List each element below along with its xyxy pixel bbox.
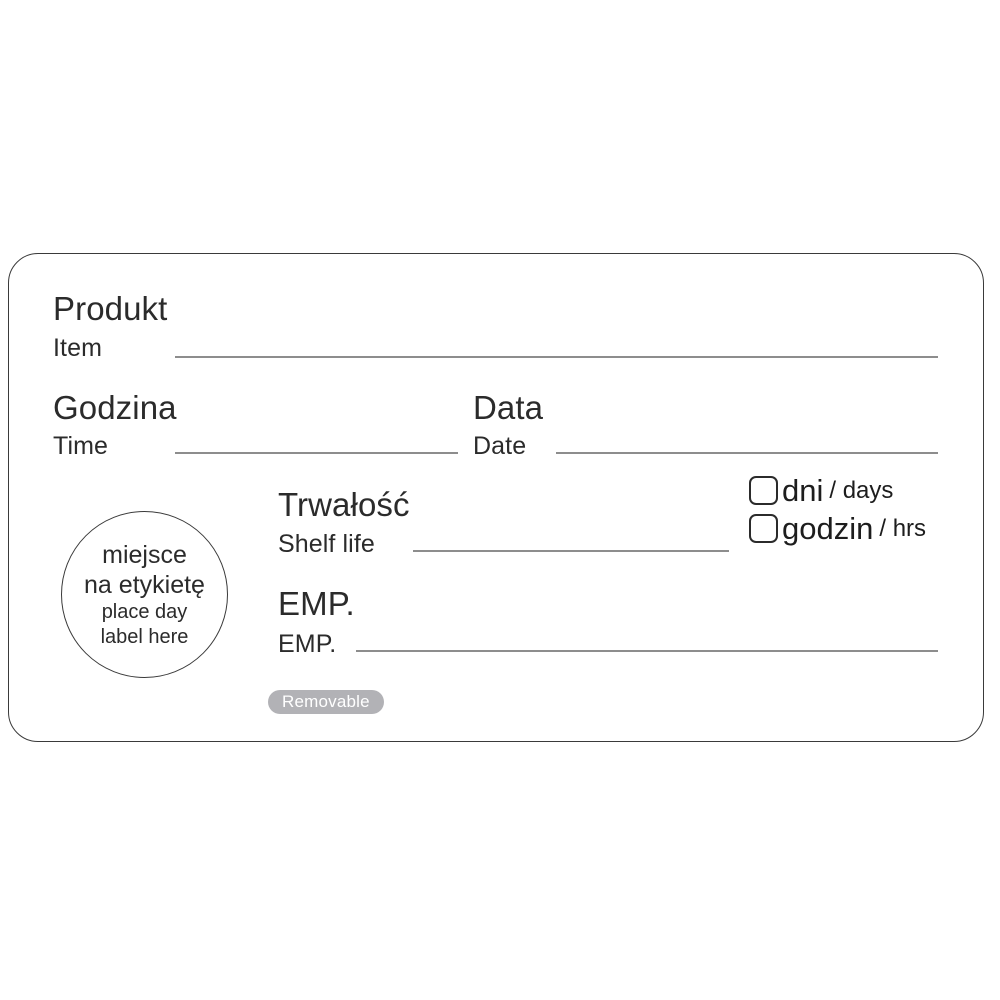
time-label-en: Time <box>53 432 109 460</box>
checkbox-row-hours[interactable]: godzin / hrs <box>749 513 926 544</box>
date-label-en: Date <box>473 432 527 460</box>
shelf-life-label-en: Shelf life <box>278 530 375 558</box>
circle-line-3: place day <box>101 600 188 623</box>
shelf-life-label-pl: Trwałość <box>278 486 410 523</box>
checkbox-row-days[interactable]: dni / days <box>749 475 893 506</box>
hours-label-en: / hrs <box>879 514 927 542</box>
date-write-line[interactable] <box>556 452 938 454</box>
product-write-line[interactable] <box>175 356 938 358</box>
shelf-life-write-line[interactable] <box>413 550 729 552</box>
time-label-pl: Godzina <box>53 389 177 426</box>
days-label-en: / days <box>829 476 894 504</box>
circle-line-1: miejsce <box>102 540 187 569</box>
product-label-pl: Produkt <box>53 290 168 327</box>
place-day-label-circle: miejsce na etykietę place day label here <box>61 511 228 678</box>
date-label-pl: Data <box>473 389 544 426</box>
food-rotation-label-card: Produkt Item Godzina Time Data Date miej… <box>8 253 984 742</box>
emp-label-pl: EMP. <box>278 585 355 622</box>
removable-badge: Removable <box>268 690 384 714</box>
hours-label-pl: godzin <box>782 511 874 546</box>
circle-line-2: na etykietę <box>84 570 205 599</box>
product-label-en: Item <box>53 334 103 362</box>
emp-label-en: EMP. <box>278 630 337 658</box>
circle-line-4: label here <box>100 625 189 648</box>
days-checkbox[interactable] <box>749 476 778 505</box>
time-write-line[interactable] <box>175 452 458 454</box>
days-label-pl: dni <box>782 473 824 508</box>
emp-write-line[interactable] <box>356 650 938 652</box>
hours-checkbox[interactable] <box>749 514 778 543</box>
